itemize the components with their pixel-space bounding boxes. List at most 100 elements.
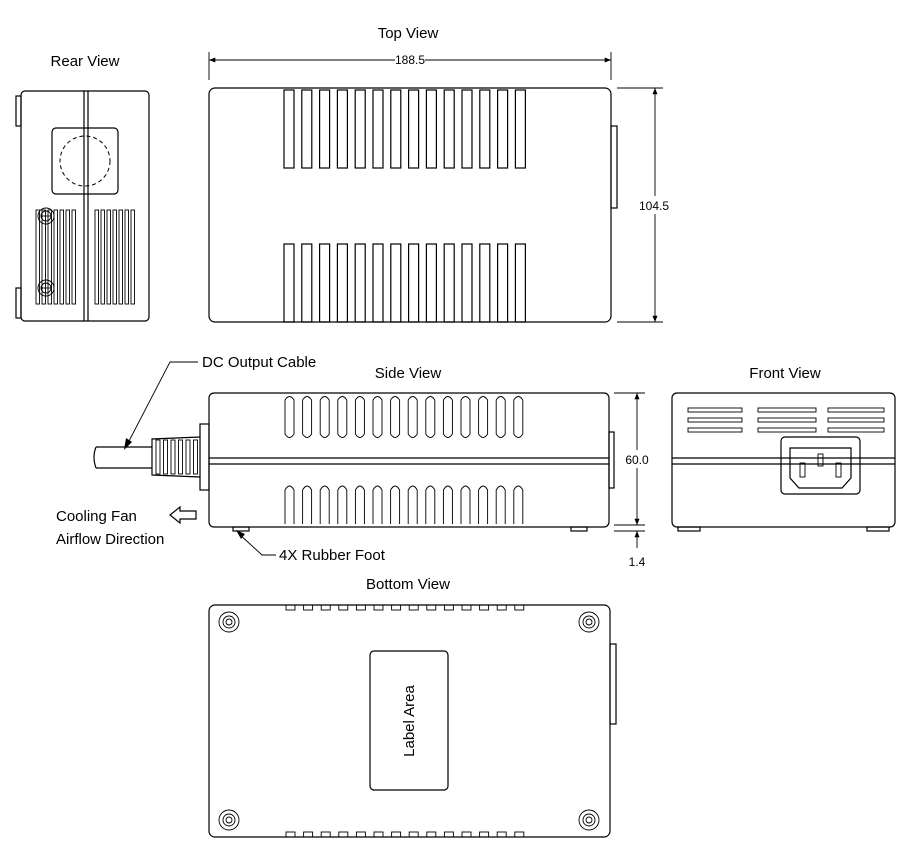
- vent-slot: [283, 243, 295, 323]
- vent-slot: [425, 243, 437, 323]
- vent-slot: [514, 89, 527, 169]
- vent-slot: [757, 417, 817, 423]
- vent-slot: [372, 89, 384, 169]
- rubber-foot-left: [232, 526, 250, 532]
- vent-slot: [757, 407, 817, 413]
- edge-notch: [303, 831, 314, 838]
- vent-slot: [301, 89, 313, 169]
- edge-notch: [373, 604, 384, 611]
- vent-slot: [479, 243, 491, 323]
- edge-notch: [391, 831, 402, 838]
- edge-notch: [303, 604, 314, 611]
- vent-slot: [479, 89, 491, 169]
- edge-notch: [338, 604, 349, 611]
- vent-slot: [47, 209, 52, 305]
- top-view-title: Top View: [378, 25, 439, 42]
- edge-notch: [426, 604, 437, 611]
- vent-slot: [302, 396, 313, 438]
- vent-slot: [106, 209, 111, 305]
- vent-slot: [425, 485, 436, 524]
- edge-notch: [320, 831, 331, 838]
- top-view: Top View 188.5 104.5: [208, 25, 669, 323]
- edge-notch: [479, 831, 490, 838]
- edge-notch: [408, 604, 419, 611]
- vent-slot: [124, 209, 129, 305]
- vent-slot: [460, 485, 471, 524]
- rubber-foot-leader: [237, 532, 276, 556]
- edge-notch: [461, 604, 472, 611]
- edge-notch: [514, 831, 525, 838]
- vent-slot: [59, 209, 64, 305]
- rubber-foot-right: [570, 526, 588, 532]
- rubber-foot: [578, 611, 600, 633]
- vent-slot: [337, 485, 348, 524]
- vent-slot: [94, 209, 99, 305]
- rubber-foot: [218, 611, 240, 633]
- airflow-arrow-icon: [169, 505, 197, 525]
- edge-notch: [320, 604, 331, 611]
- vent-slot: [336, 89, 348, 169]
- rear-view: Rear View: [15, 53, 150, 322]
- vent-slot: [827, 407, 885, 413]
- vent-slot: [687, 417, 743, 423]
- vent-slot: [687, 427, 743, 433]
- vent-slot: [687, 407, 743, 413]
- vent-slot: [827, 417, 885, 423]
- vent-slot: [372, 485, 383, 524]
- vent-slot: [408, 243, 420, 323]
- vent-slot: [513, 396, 524, 438]
- vent-slot: [337, 396, 348, 438]
- vent-slot: [284, 485, 295, 524]
- vent-slot: [407, 485, 418, 524]
- vent-slot: [283, 89, 295, 169]
- vent-slot: [442, 396, 453, 438]
- vent-slot: [118, 209, 123, 305]
- edge-notch: [355, 831, 366, 838]
- vent-slot: [100, 209, 105, 305]
- edge-notch: [285, 831, 296, 838]
- vent-slot: [319, 396, 330, 438]
- rear-screw-bottom: [37, 279, 55, 297]
- vent-slot: [319, 89, 331, 169]
- side-view: Side View DC Output Cable 4X Rubber Foot…: [56, 354, 649, 569]
- vent-slot: [354, 243, 366, 323]
- dc-output-cable: [93, 423, 210, 491]
- edge-notch: [373, 831, 384, 838]
- vent-slot: [390, 89, 402, 169]
- vent-slot: [390, 396, 401, 438]
- bottom-view: Bottom View Label Area: [208, 576, 617, 838]
- vent-slot: [372, 243, 384, 323]
- edge-notch: [285, 604, 296, 611]
- dc-cable-label: DC Output Cable: [202, 354, 316, 371]
- vent-slot: [284, 396, 295, 438]
- fan-circle: [59, 135, 111, 187]
- front-view-title: Front View: [749, 365, 821, 382]
- label-area-box: [369, 650, 449, 791]
- vent-slot: [425, 89, 437, 169]
- length-dimension: 188.5: [395, 53, 425, 67]
- vent-slot: [354, 485, 365, 524]
- edge-notch: [514, 604, 525, 611]
- vent-slot: [513, 485, 524, 524]
- rubber-foot: [578, 809, 600, 831]
- width-dimension: 104.5: [639, 199, 669, 213]
- front-view-body: [671, 392, 896, 528]
- vent-slot: [53, 209, 58, 305]
- label-area-text: Label Area: [401, 684, 418, 756]
- edge-notch: [479, 604, 490, 611]
- vent-slot: [354, 396, 365, 438]
- edge-notch: [426, 831, 437, 838]
- vent-slot: [354, 89, 366, 169]
- side-view-body: [208, 392, 610, 528]
- cooling-fan-label-2: Airflow Direction: [56, 531, 164, 548]
- rubber-foot-label: 4X Rubber Foot: [279, 547, 386, 564]
- cooling-fan-label-1: Cooling Fan: [56, 508, 137, 525]
- vent-slot: [495, 485, 506, 524]
- vent-slot: [407, 396, 418, 438]
- edge-notch: [355, 604, 366, 611]
- vent-slot: [372, 396, 383, 438]
- front-vent-slots: [687, 407, 885, 433]
- edge-notch: [408, 831, 419, 838]
- rear-vent-slots: [35, 209, 135, 305]
